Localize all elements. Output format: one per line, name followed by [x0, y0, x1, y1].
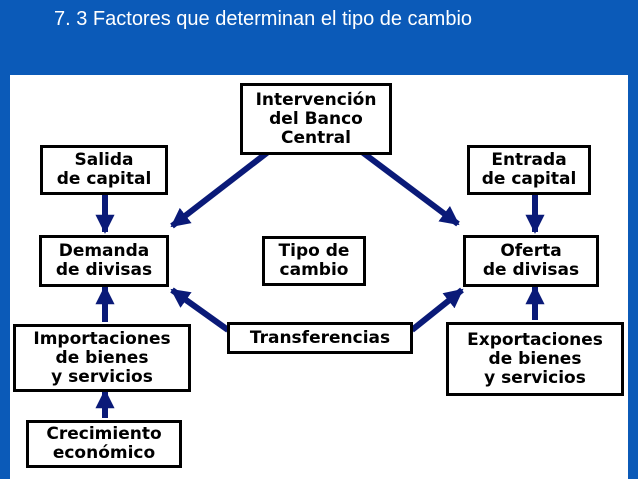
slide-title: 7. 3 Factores que determinan el tipo de … [54, 8, 473, 30]
node-entrada-de-capital: Entrada de capital [467, 145, 591, 195]
node-crecimiento-economico: Crecimiento económico [26, 420, 182, 468]
node-importaciones: Importaciones de bienes y servicios [13, 324, 191, 392]
node-oferta-de-divisas: Oferta de divisas [463, 235, 599, 287]
node-tipo-de-cambio: Tipo de cambio [262, 236, 366, 286]
arrow-intervencion-to-oferta [360, 149, 460, 227]
node-exportaciones: Exportaciones de bienes y servicios [446, 322, 624, 396]
arrow-transferencias-to-oferta [410, 287, 464, 333]
node-transferencias: Transferencias [227, 322, 413, 354]
arrow-transferencias-to-demanda [170, 287, 230, 333]
node-intervencion-banco-central: Intervención del Banco Central [240, 83, 392, 155]
arrow-intervencion-to-demanda [170, 149, 270, 229]
node-salida-de-capital: Salida de capital [40, 145, 168, 195]
node-demanda-de-divisas: Demanda de divisas [39, 235, 169, 287]
